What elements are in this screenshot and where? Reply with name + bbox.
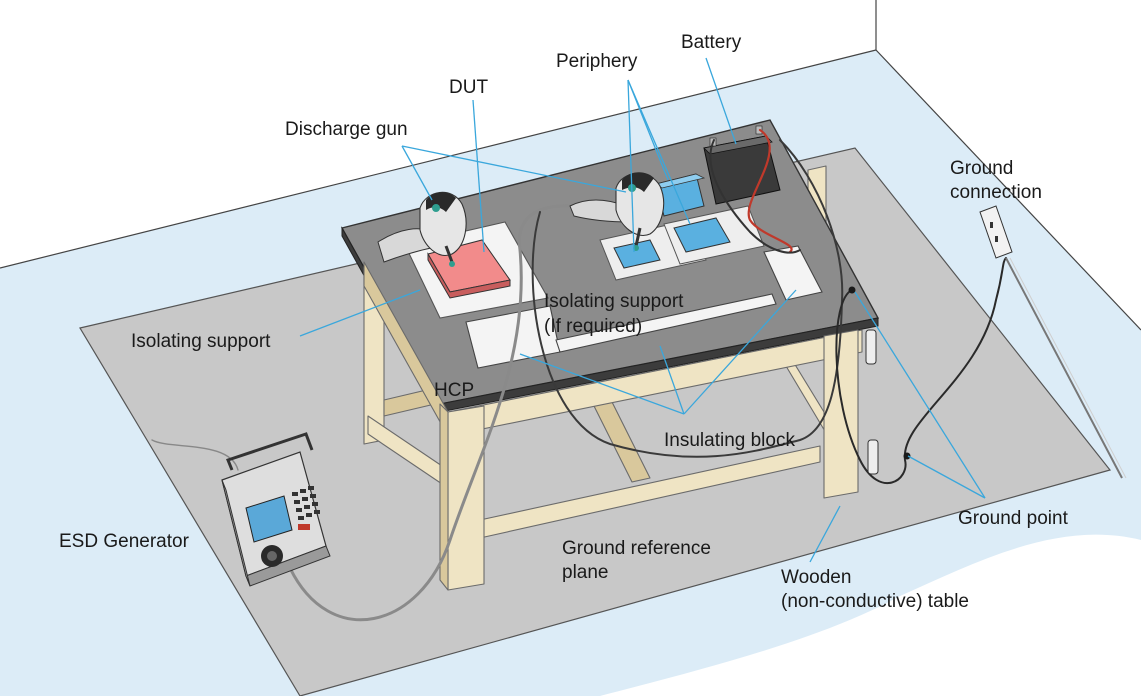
ground-point-dot-upper — [848, 286, 856, 294]
discharge-gun-right — [569, 172, 665, 251]
wall-edge-left — [0, 49, 877, 269]
ground-rod — [1005, 257, 1123, 479]
label-ground-connection-line1: Ground — [950, 158, 1013, 179]
socket-slot-2 — [995, 236, 998, 242]
label-periphery: Periphery — [556, 51, 638, 72]
label-insulating-block: Insulating block — [664, 430, 795, 451]
resistor-lower — [867, 439, 879, 475]
gun-cable-left — [288, 204, 572, 622]
ground-return-cable — [531, 139, 844, 458]
wall-edge-right — [875, 49, 1141, 331]
generator-power-cord — [151, 439, 239, 471]
battery-top — [703, 135, 773, 155]
battery-black-lead — [709, 139, 801, 254]
label-battery: Battery — [681, 32, 742, 53]
ground-point-dot-lower — [903, 452, 911, 460]
label-isolating-support-required-line1: Isolating support — [544, 291, 684, 312]
insulating-block-strip — [555, 293, 777, 353]
label-ground-reference-plane-line1: Ground reference — [562, 538, 711, 559]
label-isolating-support-required-line2: (If required) — [544, 316, 642, 337]
ground-rod-highlight — [1009, 257, 1127, 479]
ground-cable-to-point — [835, 257, 1007, 484]
label-ground-reference-plane-line2: plane — [562, 562, 609, 583]
label-dut: DUT — [449, 77, 488, 98]
battery-red-lead — [747, 128, 793, 254]
discharge-gun-left — [377, 191, 467, 267]
table-leg-front-right — [823, 329, 859, 499]
esd-generator-device — [221, 432, 331, 587]
leader-lines — [299, 57, 986, 563]
label-wooden-table-line1: Wooden — [781, 567, 851, 588]
label-esd-generator: ESD Generator — [59, 531, 190, 552]
resistor-upper — [865, 329, 877, 365]
label-wooden-table-line2: (non-conductive) table — [781, 591, 969, 612]
socket-slot-1 — [990, 222, 993, 228]
dut-box-side — [427, 252, 511, 299]
label-ground-connection-line2: connection — [950, 182, 1042, 203]
label-ground-point: Ground point — [958, 508, 1069, 529]
insulating-block-right — [763, 245, 823, 301]
label-isolating-support: Isolating support — [131, 331, 271, 352]
table-leg-front-left-side — [439, 403, 449, 591]
ground-connection-socket — [979, 205, 1013, 259]
label-discharge-gun: Discharge gun — [285, 119, 408, 140]
periphery-box-2 — [673, 217, 731, 253]
label-hcp: HCP — [434, 380, 474, 401]
